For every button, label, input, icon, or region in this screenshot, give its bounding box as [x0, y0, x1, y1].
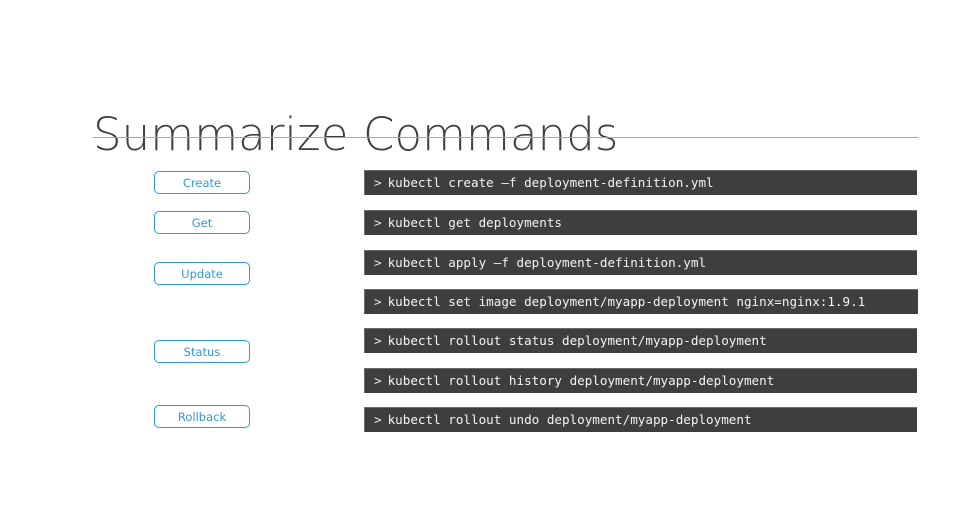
- prompt-symbol: >: [374, 215, 382, 230]
- category-button-update[interactable]: Update: [154, 262, 250, 285]
- prompt-symbol: >: [374, 412, 382, 427]
- prompt-symbol: >: [374, 255, 382, 270]
- prompt-symbol: >: [374, 373, 382, 388]
- command-text: kubectl rollout history deployment/myapp…: [387, 373, 775, 388]
- category-button-rollback[interactable]: Rollback: [154, 405, 250, 428]
- command-text: kubectl set image deployment/myapp-deplo…: [387, 294, 866, 309]
- command-text: kubectl apply –f deployment-definition.y…: [387, 255, 707, 270]
- title-divider: [93, 137, 918, 138]
- command-text: kubectl create –f deployment-definition.…: [387, 175, 714, 190]
- prompt-symbol: >: [374, 294, 382, 309]
- category-button-create[interactable]: Create: [154, 171, 250, 194]
- command-bar-get: > kubectl get deployments: [364, 210, 917, 235]
- command-bar-rollout-undo: > kubectl rollout undo deployment/myapp-d…: [364, 407, 917, 432]
- command-bar-set-image: > kubectl set image deployment/myapp-depl…: [364, 289, 918, 314]
- prompt-symbol: >: [374, 175, 382, 190]
- command-bar-apply: > kubectl apply –f deployment-definition.…: [364, 250, 917, 275]
- command-bar-rollout-history: > kubectl rollout history deployment/myap…: [364, 368, 917, 393]
- command-bar-create: > kubectl create –f deployment-definition…: [364, 170, 917, 195]
- prompt-symbol: >: [374, 333, 382, 348]
- command-text: kubectl rollout status deployment/myapp-…: [387, 333, 767, 348]
- category-button-status[interactable]: Status: [154, 340, 250, 363]
- page-title: Summarize Commands: [93, 108, 619, 162]
- category-button-get[interactable]: Get: [154, 211, 250, 234]
- command-bar-rollout-status: > kubectl rollout status deployment/myapp…: [364, 328, 917, 353]
- command-text: kubectl rollout undo deployment/myapp-de…: [387, 412, 752, 427]
- command-text: kubectl get deployments: [387, 215, 562, 230]
